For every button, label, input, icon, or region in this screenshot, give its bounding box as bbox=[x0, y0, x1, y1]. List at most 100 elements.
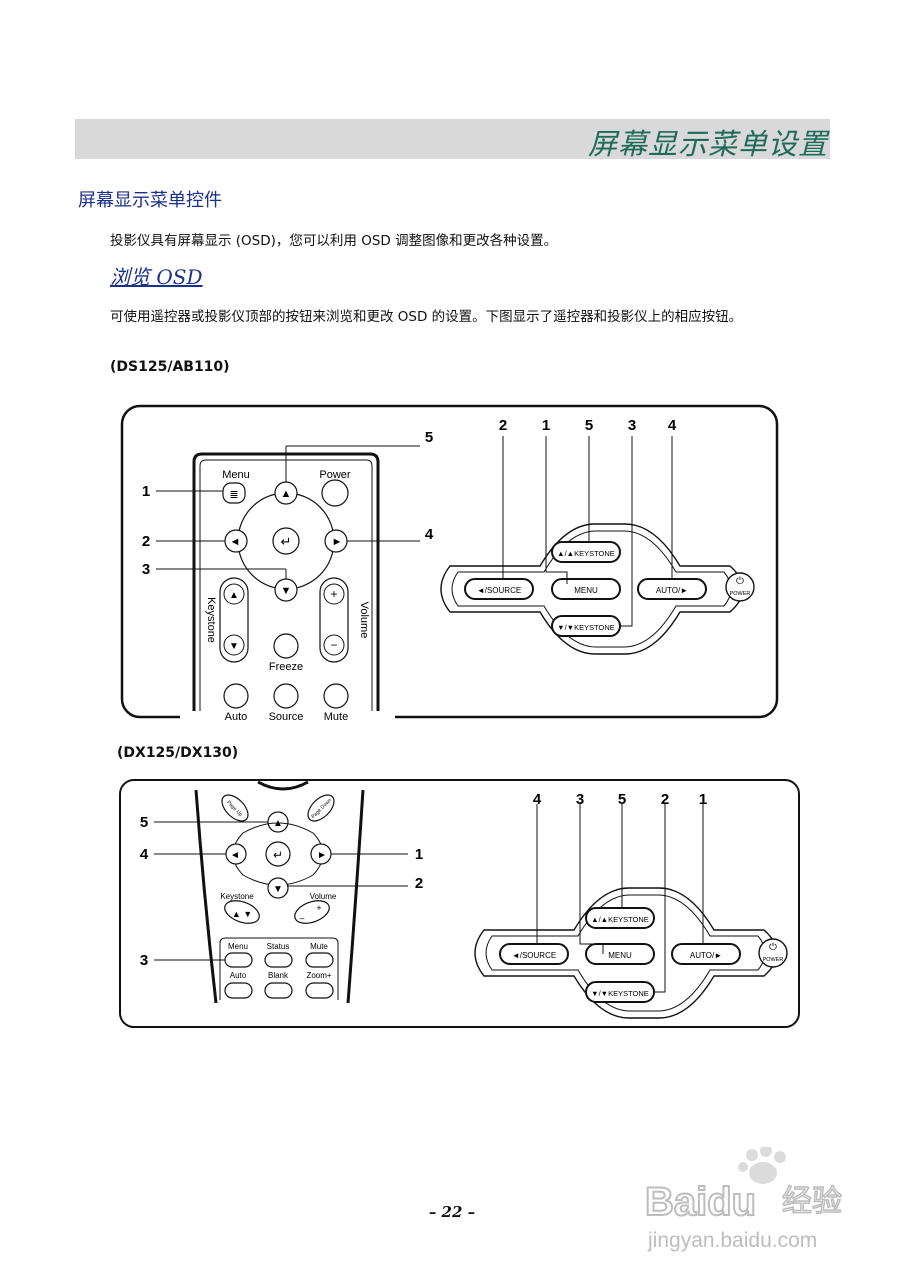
chapter-banner: 屏幕显示菜单设置 bbox=[75, 119, 830, 161]
panel2-keystone-down-label: ▼/▼KEYSTONE bbox=[591, 989, 649, 998]
panel-callout-4: 4 bbox=[533, 791, 542, 808]
panel2-power-label: POWER bbox=[763, 957, 784, 963]
remote-menu-button-2 bbox=[224, 952, 253, 968]
figure-dx125: Page Up Page Down ▲ ◄ ↵ ► ▼ Keystone Vol… bbox=[119, 779, 800, 1028]
panel-menu-button bbox=[551, 578, 621, 600]
panel-callout-2: 2 bbox=[499, 417, 507, 434]
callout2-4: 4 bbox=[140, 846, 149, 863]
remote-auto-button-2 bbox=[224, 982, 253, 999]
volume-minus-label-2: – bbox=[299, 913, 304, 923]
keystone-icons-2: ▲ ▼ bbox=[232, 909, 252, 919]
left-arrow-icon: ◄ bbox=[230, 536, 241, 548]
left-arrow-icon-2: ◄ bbox=[230, 850, 240, 861]
remote-blank-label-2: Blank bbox=[268, 971, 289, 980]
dpad-down-button-2 bbox=[267, 877, 289, 899]
watermark-brand: Baidu bbox=[645, 1180, 756, 1224]
callout2-5: 5 bbox=[140, 814, 148, 831]
panel-power-button bbox=[725, 572, 755, 602]
panel2-source-button bbox=[499, 943, 569, 965]
panel-callout-line-1 bbox=[545, 436, 568, 584]
panel2-source-label: ◄/SOURCE bbox=[512, 951, 556, 960]
dpad-enter-button-2 bbox=[265, 841, 291, 867]
panel2-menu-label: MENU bbox=[608, 951, 632, 960]
remote-mute-label: Mute bbox=[324, 711, 348, 720]
model-label-2: (DX125/DX130) bbox=[117, 745, 239, 761]
power-icon: ⏻ bbox=[736, 576, 744, 587]
panel-callout-5: 5 bbox=[618, 791, 626, 808]
remote-source-button bbox=[273, 683, 299, 709]
remote-power-button bbox=[321, 479, 349, 507]
panel-power-label: POWER bbox=[730, 591, 751, 597]
remote-freeze-button bbox=[273, 633, 299, 659]
callout2-1: 1 bbox=[415, 846, 423, 863]
right-arrow-icon-2: ► bbox=[317, 850, 327, 861]
panel-keystone-up-label: ▲/▲KEYSTONE bbox=[557, 549, 615, 558]
subsection-heading: 浏览 OSD bbox=[110, 265, 203, 289]
remote-menu-label: Menu bbox=[222, 469, 250, 481]
remote-status-button-2 bbox=[264, 952, 293, 968]
keystone-down-icon: ▼ bbox=[229, 641, 239, 652]
chapter-title: 屏幕显示菜单设置 bbox=[587, 127, 828, 161]
panel-menu-label: MENU bbox=[574, 586, 598, 595]
remote-menu-button bbox=[222, 482, 246, 504]
remote-blank-button-2 bbox=[264, 982, 293, 999]
panel-callout-1: 1 bbox=[699, 791, 707, 808]
panel-keystone-up-button bbox=[551, 541, 621, 563]
remote-auto-button bbox=[223, 683, 249, 709]
volume-plus-label-2: + bbox=[316, 903, 321, 913]
page-number: – 22 – bbox=[428, 1203, 476, 1221]
panel-keystone-down-label: ▼/▼KEYSTONE bbox=[557, 623, 615, 632]
intro-paragraph: 投影仪具有屏幕显示 (OSD)，您可以利用 OSD 调整图像和更改各种设置。 bbox=[110, 233, 558, 249]
remote-zoom-button-2 bbox=[305, 982, 334, 999]
panel2-power-button bbox=[758, 938, 788, 968]
callout-5: 5 bbox=[425, 429, 433, 446]
panel2-keystone-up-button bbox=[585, 907, 655, 929]
panel-callout-5: 5 bbox=[585, 417, 593, 434]
remote-keystone-label: Keystone bbox=[205, 597, 217, 643]
down-arrow-icon: ▼ bbox=[281, 585, 292, 597]
remote-auto-label-2: Auto bbox=[230, 971, 247, 980]
page-down-button bbox=[307, 794, 335, 822]
remote-freeze-label: Freeze bbox=[269, 661, 303, 673]
panel2-auto-button bbox=[671, 943, 741, 965]
callout-1: 1 bbox=[142, 483, 150, 500]
power-icon-2: ⏻ bbox=[769, 942, 777, 953]
callout-2: 2 bbox=[142, 533, 150, 550]
figure-ds125: Menu Power ≣ ▲ ◄ ↵ ► ▼ ▲ ▼ Keystone + − … bbox=[120, 404, 779, 720]
callout-4: 4 bbox=[425, 526, 434, 543]
watermark-url: jingyan.baidu.com bbox=[647, 1229, 817, 1252]
callout-3: 3 bbox=[142, 561, 150, 578]
remote-auto-label: Auto bbox=[225, 711, 248, 720]
page-up-button bbox=[221, 794, 249, 822]
up-arrow-icon: ▲ bbox=[281, 488, 292, 500]
remote-volume-label: Volume bbox=[358, 602, 370, 639]
panel-callout-1: 1 bbox=[542, 417, 550, 434]
panel-source-button bbox=[464, 578, 534, 600]
dpad-enter-button bbox=[272, 527, 300, 555]
callout2-3: 3 bbox=[140, 952, 148, 969]
menu-icon: ≣ bbox=[229, 489, 238, 501]
down-arrow-icon-2: ▼ bbox=[273, 884, 283, 895]
panel-source-label: ◄/SOURCE bbox=[477, 586, 521, 595]
volume-plus-label: + bbox=[330, 587, 337, 601]
panel-callout-line-2 bbox=[654, 804, 666, 993]
remote-mute-button bbox=[323, 683, 349, 709]
remote-source-label: Source bbox=[269, 711, 304, 720]
remote-power-label: Power bbox=[319, 469, 351, 481]
volume-minus-label: − bbox=[330, 638, 337, 652]
body-paragraph: 可使用遥控器或投影仪顶部的按钮来浏览和更改 OSD 的设置。下图显示了遥控器和投… bbox=[110, 309, 743, 325]
keystone-rocker-2 bbox=[224, 900, 260, 924]
section-heading: 屏幕显示菜单控件 bbox=[78, 190, 222, 211]
panel-callout-2: 2 bbox=[661, 791, 669, 808]
panel-callout-3: 3 bbox=[576, 791, 584, 808]
remote-mute-label-2: Mute bbox=[310, 942, 328, 951]
right-arrow-icon: ► bbox=[332, 536, 343, 548]
remote-menu-label-2: Menu bbox=[228, 942, 248, 951]
panel2-keystone-up-label: ▲/▲KEYSTONE bbox=[591, 915, 649, 924]
enter-icon-2: ↵ bbox=[273, 848, 283, 862]
panel-auto-label: AUTO/► bbox=[656, 586, 688, 595]
keystone-up-icon: ▲ bbox=[229, 590, 239, 601]
panel-callout-4: 4 bbox=[668, 417, 677, 434]
panel-callout-line-3 bbox=[620, 436, 633, 627]
baidu-watermark: Baidu 经验 jingyan.baidu.com bbox=[644, 1147, 843, 1252]
